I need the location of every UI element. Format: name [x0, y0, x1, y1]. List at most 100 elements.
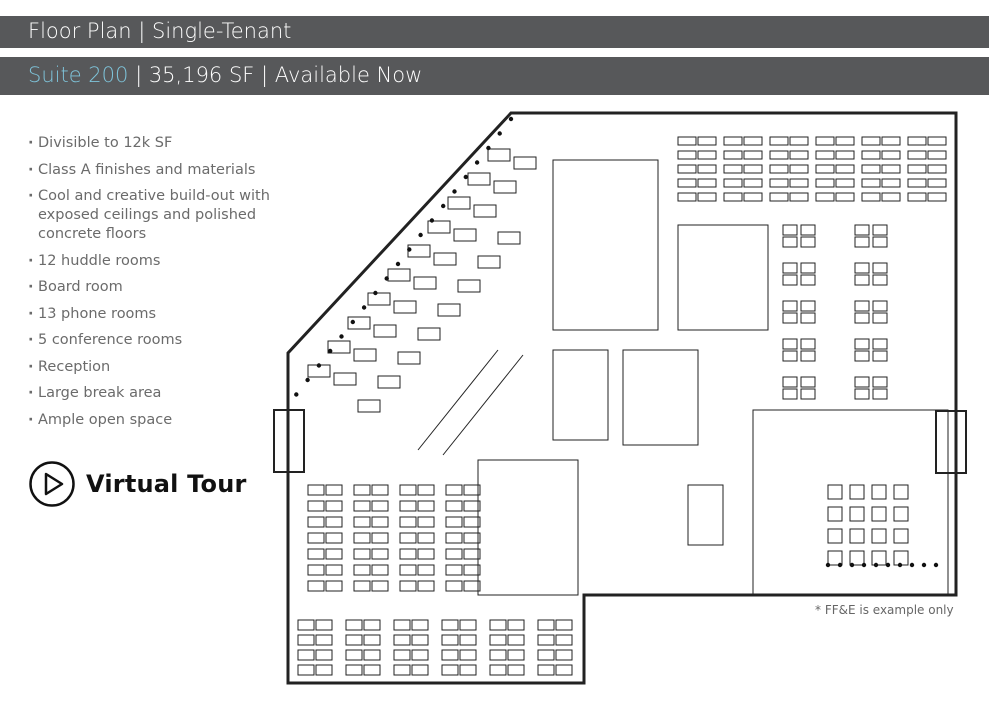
virtual-tour-link[interactable]: Virtual Tour	[28, 460, 247, 508]
suite-bar: Suite 200 | 35,196 SF | Available Now	[0, 57, 989, 95]
desk	[393, 300, 417, 314]
desk	[417, 532, 435, 544]
desk	[353, 548, 371, 560]
desk	[393, 649, 411, 661]
desk	[872, 376, 888, 388]
chair	[407, 247, 412, 252]
desk	[507, 619, 525, 631]
desk	[782, 300, 798, 312]
desk	[315, 649, 333, 661]
desk	[459, 619, 477, 631]
desk	[927, 192, 947, 202]
desk	[872, 236, 888, 248]
desk	[371, 580, 389, 592]
chair	[463, 174, 468, 180]
title-bar: Floor Plan | Single-Tenant	[0, 16, 989, 48]
desk	[413, 276, 437, 290]
feature-item: Board room	[26, 278, 286, 297]
desk	[315, 634, 333, 646]
desk	[800, 224, 816, 236]
chair	[897, 562, 903, 568]
desk	[489, 649, 507, 661]
desk	[463, 564, 481, 576]
desk	[677, 150, 697, 160]
desk	[769, 136, 789, 146]
chair	[452, 189, 457, 194]
chair	[294, 392, 299, 397]
desk	[387, 268, 411, 282]
desk	[769, 192, 789, 202]
stair-left	[273, 409, 305, 473]
desk	[800, 262, 816, 274]
desk	[835, 164, 855, 174]
desk	[347, 316, 371, 330]
desk	[782, 224, 798, 236]
desk	[507, 664, 525, 676]
desk	[393, 634, 411, 646]
desk	[800, 274, 816, 286]
desk	[437, 303, 461, 317]
desk	[782, 236, 798, 248]
desk	[800, 388, 816, 400]
desk	[677, 192, 697, 202]
desk	[815, 136, 835, 146]
desk	[555, 634, 573, 646]
desk	[497, 231, 521, 245]
desk	[854, 376, 870, 388]
desk	[827, 550, 843, 566]
desk	[871, 550, 887, 566]
desk	[782, 350, 798, 362]
chair	[441, 203, 446, 209]
desk	[367, 292, 391, 306]
desk	[769, 150, 789, 160]
desk	[849, 484, 865, 500]
desk	[782, 376, 798, 388]
desk	[907, 164, 927, 174]
desk	[835, 136, 855, 146]
desk	[872, 224, 888, 236]
desk	[743, 178, 763, 188]
desk	[697, 136, 717, 146]
desk	[307, 500, 325, 512]
page-title: Floor Plan | Single-Tenant	[28, 19, 292, 43]
desk	[445, 532, 463, 544]
desk	[307, 580, 325, 592]
desk	[399, 500, 417, 512]
desk	[307, 532, 325, 544]
desk	[377, 375, 401, 389]
chair	[508, 116, 514, 122]
desk	[371, 516, 389, 528]
chair	[849, 562, 855, 568]
desk	[872, 262, 888, 274]
desk	[871, 484, 887, 500]
desk	[393, 619, 411, 631]
desk	[487, 148, 511, 162]
desk	[445, 516, 463, 528]
chair	[873, 562, 879, 568]
core-room	[752, 409, 949, 596]
desk	[697, 178, 717, 188]
desk	[861, 178, 881, 188]
desk	[489, 619, 507, 631]
desk	[907, 136, 927, 146]
desk	[723, 164, 743, 174]
feature-item: 12 huddle rooms	[26, 252, 286, 271]
desk	[411, 664, 429, 676]
desk	[927, 136, 947, 146]
chair	[921, 562, 927, 568]
desk	[881, 136, 901, 146]
desk	[459, 634, 477, 646]
board-room	[687, 484, 724, 546]
desk	[345, 619, 363, 631]
desk	[861, 164, 881, 174]
desk	[407, 244, 431, 258]
desk	[333, 372, 357, 386]
desk	[325, 516, 343, 528]
desk	[854, 262, 870, 274]
desk	[893, 484, 909, 500]
feature-item: Reception	[26, 358, 286, 377]
desk	[827, 528, 843, 544]
desk	[353, 532, 371, 544]
desk	[297, 649, 315, 661]
desk	[373, 324, 397, 338]
